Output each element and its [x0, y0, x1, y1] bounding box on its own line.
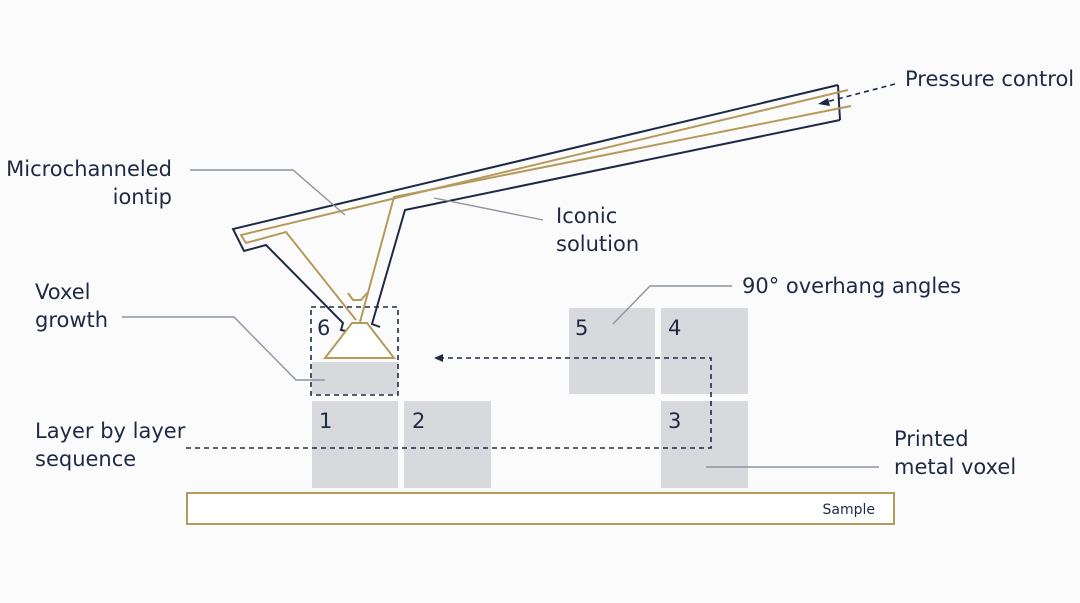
voxel-number-6: 6 — [317, 316, 330, 340]
voxel-number-4: 4 — [668, 316, 681, 340]
overhang-leader — [612, 285, 732, 325]
sample-substrate — [186, 492, 895, 525]
meniscus-cone — [322, 322, 397, 359]
voxel-1 — [312, 401, 398, 488]
iontip-back-edge — [837, 84, 841, 121]
voxel-growth-leader — [122, 316, 325, 381]
iconic-solution-leader — [433, 197, 544, 221]
pressure-arrowhead — [818, 98, 830, 106]
pressure-arrow-line — [825, 83, 896, 103]
layer-sequence-label-line1: Layer by layer — [35, 419, 186, 443]
iconic-label-line1: Iconic — [556, 204, 617, 228]
microchanneled-label-line1: Microchanneled — [6, 157, 172, 181]
layer-sequence-label-line2: sequence — [35, 447, 136, 471]
microchannel-right — [359, 105, 852, 323]
voxel-growth-label-line2: growth — [35, 308, 108, 332]
iconic-label-line2: solution — [556, 232, 639, 256]
microchanneled-leader — [190, 169, 346, 216]
voxel-growth-label-line1: Voxel — [35, 280, 90, 304]
iontip-outer-upper — [231, 84, 839, 333]
sample-label: Sample — [823, 502, 876, 518]
voxel-5 — [569, 308, 655, 394]
overhang-label: 90° overhang angles — [742, 274, 961, 298]
channel-junction — [347, 292, 368, 301]
iontip-outer-lower — [370, 119, 841, 328]
voxel-number-3: 3 — [668, 409, 681, 433]
voxel-number-1: 1 — [319, 409, 332, 433]
microchanneled-label-line2: iontip — [113, 185, 172, 209]
sequence-path — [186, 357, 712, 449]
printed-voxel-label-line2: metal voxel — [894, 455, 1016, 479]
voxel-3 — [661, 401, 748, 488]
sequence-arrowhead — [434, 354, 443, 362]
pressure-control-label: Pressure control — [905, 67, 1074, 91]
voxel-6-partial — [312, 362, 398, 394]
voxel-2 — [404, 401, 491, 488]
voxel-number-2: 2 — [412, 409, 425, 433]
voxel-6-outline — [310, 306, 399, 396]
printed-voxel-label-line1: Printed — [894, 427, 969, 451]
voxel-4 — [661, 308, 748, 394]
voxel-number-5: 5 — [575, 316, 588, 340]
